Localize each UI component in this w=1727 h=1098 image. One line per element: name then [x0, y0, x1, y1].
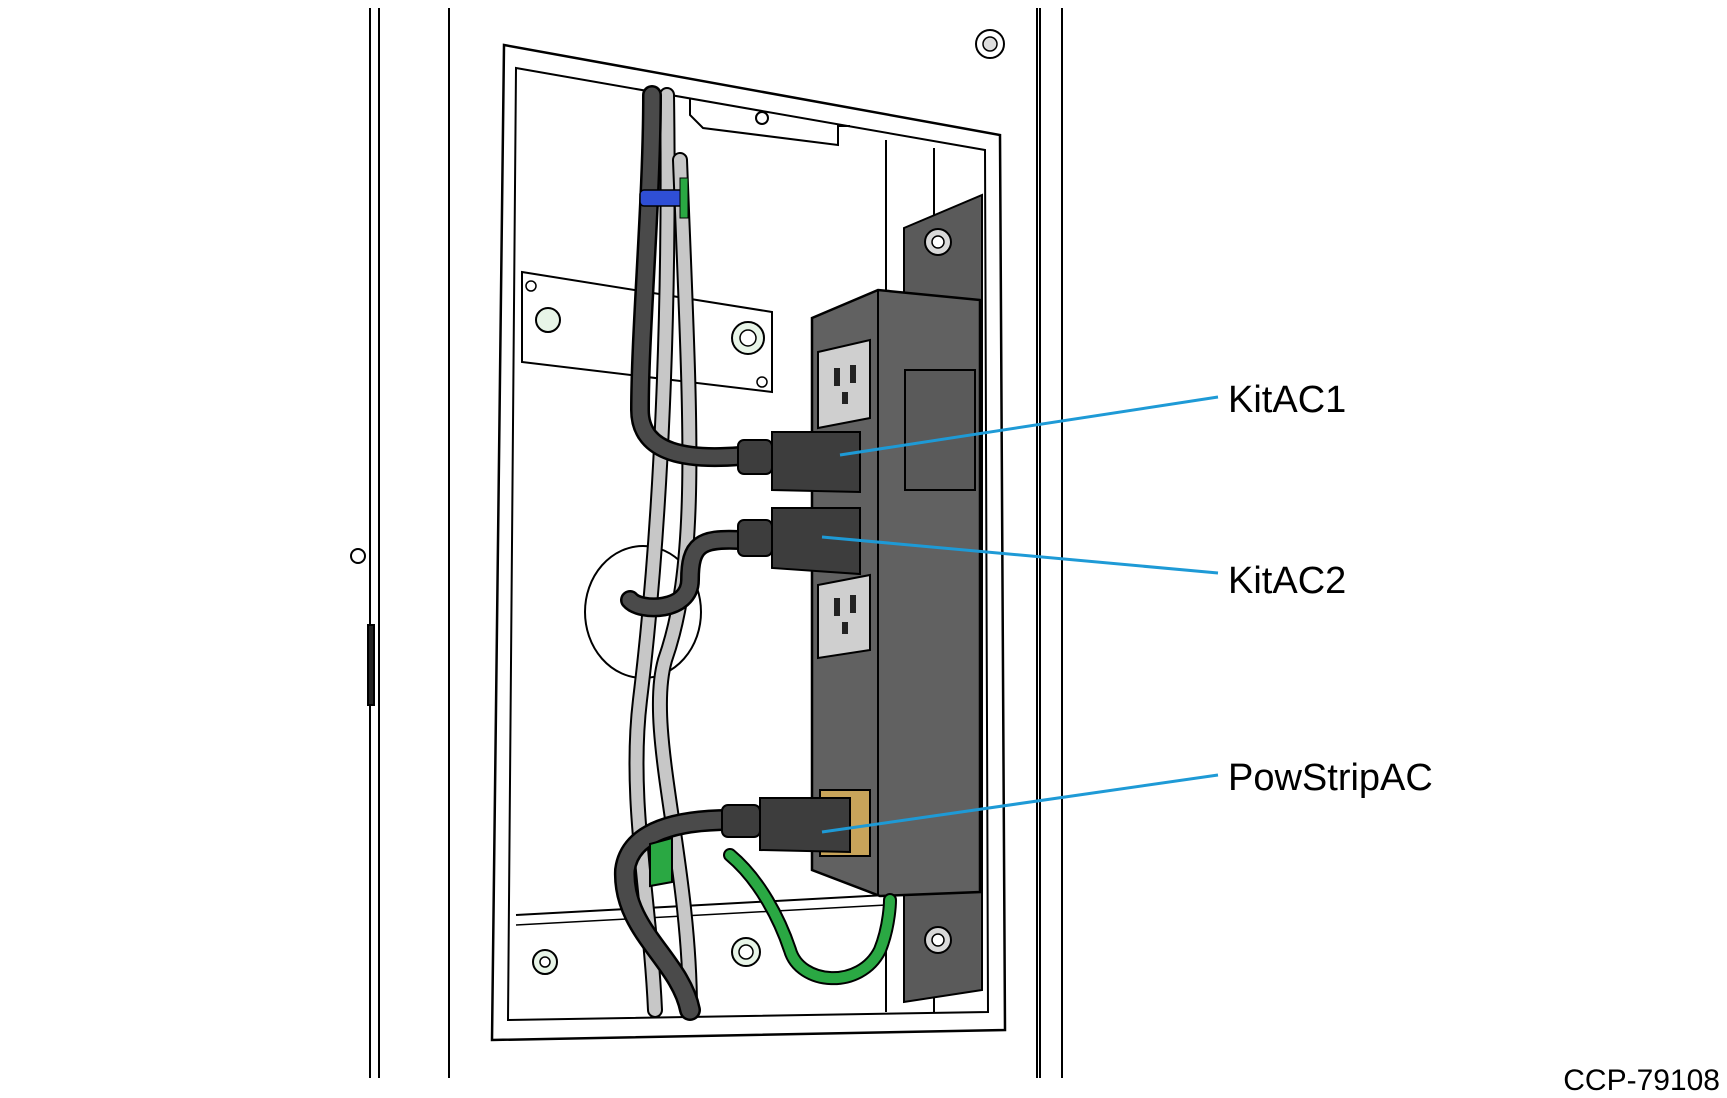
ground-bracket [649, 836, 673, 888]
cabinet-frame [367, 8, 1063, 1078]
callout-leaders [821, 395, 1219, 834]
kitac2-leader [821, 535, 1219, 575]
kitac1-leader [839, 395, 1219, 457]
panel-screw-lower-mid [731, 937, 761, 967]
kitac2-label: KitAC2 [1228, 560, 1346, 602]
cable-tie [639, 177, 689, 219]
plate-screw-bottom [924, 926, 952, 954]
cabinet-screw-top-right [975, 29, 1005, 59]
figure-id: CCP-79108 [1563, 1064, 1720, 1097]
powstripac-leader [821, 773, 1219, 834]
kitac2-plug [737, 507, 861, 576]
powstripac-label: PowStripAC [1228, 757, 1433, 799]
kitac1-plug [737, 431, 861, 494]
kitac1-cable [629, 85, 750, 468]
panel-screw-lower-left [532, 949, 558, 975]
light-grey-cable [628, 87, 698, 1018]
ground-wire [723, 848, 897, 986]
cabinet-screw-left [350, 548, 366, 564]
powstripac-cable [613, 809, 741, 1021]
powstripac-plug [721, 797, 851, 854]
kitac2-cable [620, 529, 750, 618]
plate-screw-top [924, 228, 952, 256]
kitac1-label: KitAC1 [1228, 379, 1346, 421]
ac-outlet-top [817, 338, 871, 430]
ac-outlet-bottom [817, 573, 871, 660]
